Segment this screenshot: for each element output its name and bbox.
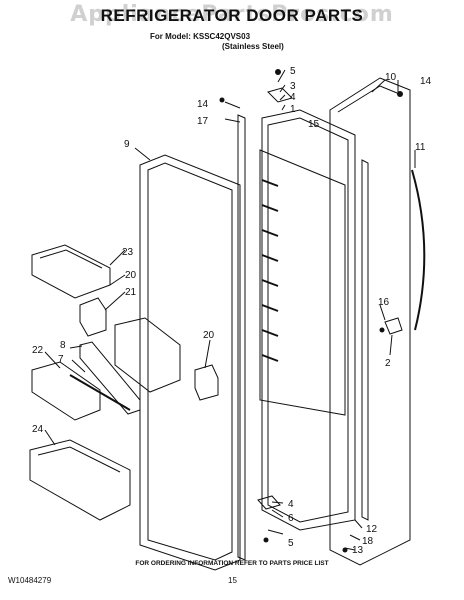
callout-6: 6	[288, 513, 294, 524]
dispenser-bracket	[114, 317, 181, 393]
door-handle	[411, 169, 426, 331]
callout-4-bottom: 4	[288, 499, 294, 510]
callout-11: 11	[415, 142, 426, 153]
page-title: REFRIGERATOR DOOR PARTS	[100, 6, 364, 25]
callout-4-top: 4	[290, 92, 296, 103]
ordering-note: FOR ORDERING INFORMATION REFER TO PARTS …	[135, 560, 329, 567]
callout-18: 18	[362, 536, 374, 547]
callout-20-upper: 20	[125, 270, 137, 281]
callout-5-top: 5	[290, 66, 296, 77]
door-stop	[384, 317, 403, 335]
callout-10: 10	[385, 72, 397, 83]
callout-23: 23	[122, 247, 134, 258]
callout-22: 22	[32, 345, 44, 356]
door-liner	[261, 109, 356, 531]
bottom-hinge	[257, 495, 281, 510]
trim-strip-left	[237, 114, 246, 561]
callout-14-right: 14	[420, 76, 432, 87]
watermark-text: AppliancePartsPros.com	[70, 2, 394, 27]
callout-13: 13	[352, 545, 364, 556]
callout-12: 12	[366, 524, 378, 535]
door-bin-22	[31, 361, 101, 421]
callout-1: 1	[290, 104, 296, 115]
finish-line: (Stainless Steel)	[222, 42, 284, 51]
callout-20-lower: 20	[203, 330, 215, 341]
callout-24: 24	[32, 424, 44, 435]
callout-21: 21	[125, 287, 137, 298]
callout-7: 7	[58, 354, 64, 365]
callout-14-left: 14	[197, 99, 209, 110]
callout-16: 16	[378, 297, 390, 308]
bin-end-cap-lower	[194, 364, 219, 401]
outer-door-panel	[329, 77, 411, 566]
bin-end-cap	[79, 297, 107, 337]
callout-8: 8	[60, 340, 66, 351]
door-bin-24	[29, 439, 131, 521]
bin-front-frame	[79, 341, 141, 415]
callout-5-bottom: 5	[288, 538, 294, 549]
page-number: 15	[228, 576, 237, 585]
callout-9: 9	[124, 139, 130, 150]
model-line: For Model: KSSC42QVS03	[150, 32, 251, 41]
trim-strip-right	[361, 159, 369, 521]
callout-17: 17	[197, 116, 209, 127]
callout-3: 3	[290, 81, 296, 92]
callout-15: 15	[308, 119, 320, 130]
part-number: W10484279	[8, 576, 52, 585]
callout-2: 2	[385, 358, 391, 369]
top-hinge	[267, 87, 293, 103]
door-gasket	[139, 154, 241, 571]
